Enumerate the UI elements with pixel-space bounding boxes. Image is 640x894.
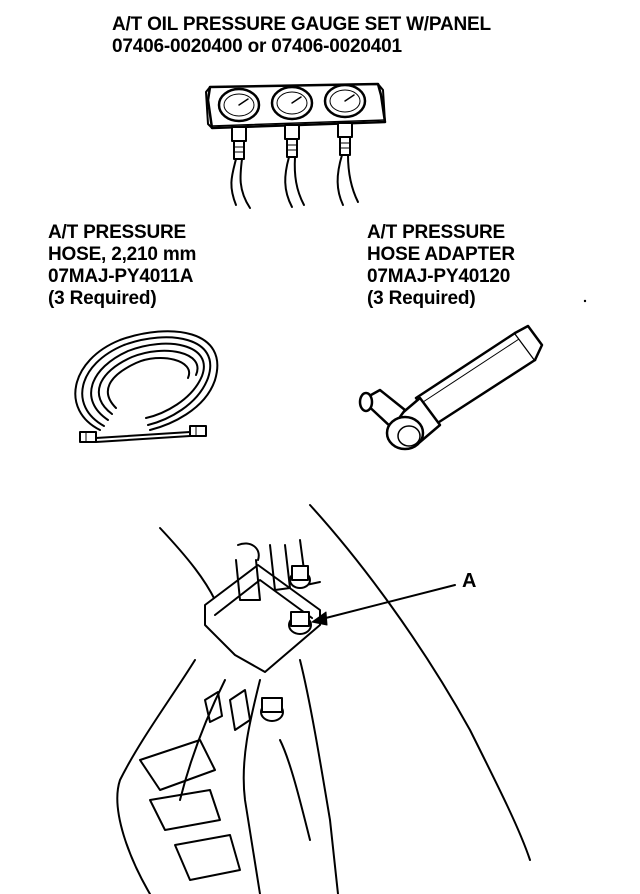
gauge-set-name: A/T OIL PRESSURE GAUGE SET W/PANEL — [112, 14, 491, 35]
gauge-set-part-numbers: 07406-0020400 or 07406-0020401 — [112, 36, 402, 57]
hose-part-number: 07MAJ-PY4011A — [48, 266, 194, 287]
pressure-port-fitting — [260, 697, 284, 722]
callout-arrow — [311, 584, 456, 626]
hose-label-line2: HOSE, 2,210 mm — [48, 244, 197, 265]
pressure-port-fitting-a — [288, 611, 312, 635]
gauge-set-title: A/T OIL PRESSURE GAUGE SET W/PANEL 07406… — [112, 14, 491, 58]
gauge-panel-illustration — [205, 82, 387, 209]
adapter-label: A/T PRESSURE HOSE ADAPTER 07MAJ-PY40120 … — [367, 222, 515, 310]
hose-label-line1: A/T PRESSURE — [48, 222, 187, 243]
pressure-port-fitting — [289, 565, 311, 589]
pressure-hose-illustration — [74, 330, 219, 443]
transmission-case-illustration — [116, 504, 531, 894]
hose-label: A/T PRESSURE HOSE, 2,210 mm 07MAJ-PY4011… — [48, 222, 196, 310]
gauge-icon — [217, 87, 261, 123]
gauge-icon — [270, 85, 314, 121]
hose-quantity: (3 Required) — [48, 288, 157, 309]
hose-adapter-illustration — [358, 324, 544, 451]
adapter-label-line2: HOSE ADAPTER — [367, 244, 515, 265]
adapter-quantity: (3 Required) — [367, 288, 476, 309]
adapter-label-line1: A/T PRESSURE — [367, 222, 506, 243]
gauge-icon — [323, 83, 367, 119]
adapter-part-number: 07MAJ-PY40120 — [367, 266, 511, 287]
callout-label-a: A — [462, 570, 477, 592]
stray-mark — [583, 299, 587, 303]
